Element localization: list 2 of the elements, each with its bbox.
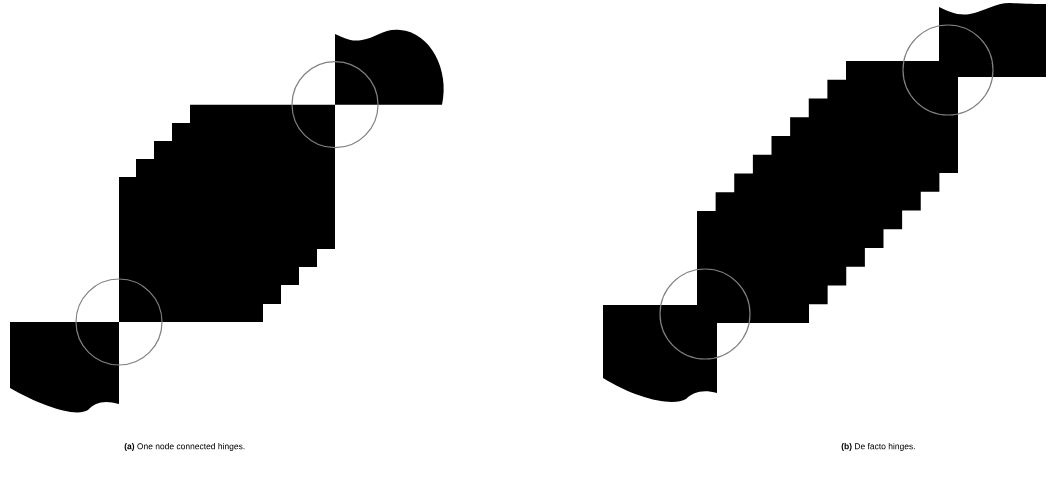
caption: (b) De facto hinges. bbox=[841, 443, 915, 451]
caption: (a) One node connected hinges. bbox=[124, 443, 245, 451]
